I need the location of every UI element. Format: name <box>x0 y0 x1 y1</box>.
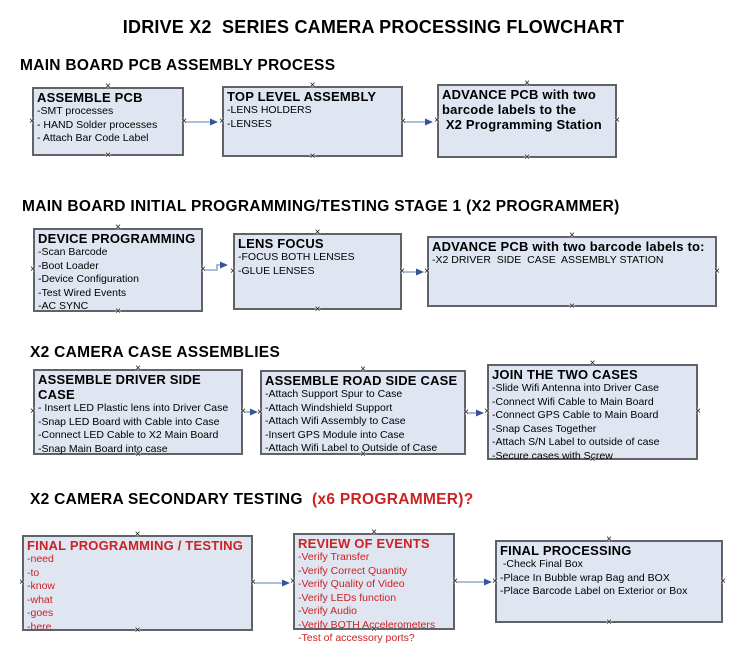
box-step-line: -Attach S/N Label to outside of case <box>492 436 660 448</box>
box-title: TOP LEVEL ASSEMBLY <box>227 89 377 104</box>
box-step-line: -goes <box>27 607 54 619</box>
flow-box-device-programming[interactable]: × × × × DEVICE PROGRAMMING -Scan Barcode… <box>30 223 206 317</box>
flow-box-review-of-events[interactable]: × × × × REVIEW OF EVENTS -Verify Transfe… <box>290 528 458 645</box>
flow-box-advance-pcb-programming-station[interactable]: × × × × ADVANCE PCB with two barcode lab… <box>434 79 620 163</box>
box-step-line: -Insert GPS Module into Case <box>265 428 405 441</box>
box-title: FINAL PROGRAMMING / TESTING <box>27 538 244 553</box>
flow-box-final-processing[interactable]: × × × × FINAL PROCESSING -Check Final Bo… <box>492 535 726 628</box>
box-step-line: - Attach Bar Code Label <box>37 132 149 144</box>
flow-box-lens-focus[interactable]: × × × × LENS FOCUS -FOCUS BOTH LENSES -G… <box>230 228 405 315</box>
box-step-line: -AC SYNC <box>38 300 89 312</box>
box-step-line: -GLUE LENSES <box>238 264 315 277</box>
box-step-line: -Connect Wifi Cable to Main Board <box>492 395 654 408</box>
box-step-line: -SMT processes <box>37 105 114 117</box>
box-step-line: -LENS HOLDERS <box>227 104 312 116</box>
box-step-line: -Secure cases with Screw <box>492 449 613 462</box>
box-title: ASSEMBLE PCB <box>37 90 143 105</box>
box-step-line: -Attach Wifi Assembly to Case <box>265 415 406 427</box>
box-step-line: - HAND Solder processes <box>37 118 158 131</box>
box-step-line: -Connect GPS Cable to Main Board <box>492 409 659 421</box>
flow-box-join-the-two-cases[interactable]: × × × × JOIN THE TWO CASES -Slide Wifi A… <box>484 359 701 465</box>
box-step-line: -Test Wired Events <box>38 286 127 299</box>
box-step-line: -Attach Support Spur to Case <box>265 388 403 400</box>
flow-box-assemble-driver-side-case[interactable]: × × × × ASSEMBLE DRIVER SIDE CASE - Inse… <box>30 364 246 460</box>
box-step-line: -Check Final Box <box>500 558 583 570</box>
box-step-line: -to <box>27 566 40 579</box>
box-step-line: -Place Barcode Label on Exterior or Box <box>500 585 688 597</box>
box-title: ASSEMBLE DRIVER SIDE CASE <box>38 372 205 402</box>
box-title: ASSEMBLE ROAD SIDE CASE <box>265 373 458 388</box>
box-step-line: -Device Configuration <box>38 273 139 285</box>
section-heading-case-assemblies: X2 CAMERA CASE ASSEMBLIES <box>30 344 281 361</box>
box-step-line: -Attach Windshield Support <box>265 401 393 414</box>
box-step-line: -Verify Transfer <box>298 551 370 563</box>
box-step-line: -need <box>27 553 54 565</box>
flow-box-top-level-assembly[interactable]: × × × × TOP LEVEL ASSEMBLY -LENS HOLDERS… <box>219 81 406 162</box>
box-step-line: -Slide Wifi Antenna into Driver Case <box>492 382 659 394</box>
box-step-line: -Boot Loader <box>38 259 99 272</box>
box-title: REVIEW OF EVENTS <box>298 536 430 551</box>
box-step-line: -what <box>27 593 53 606</box>
flow-box-final-programming-testing[interactable]: × × × × FINAL PROGRAMMING / TESTING -nee… <box>19 530 256 636</box>
box-step-line: -Test of accessory ports? <box>298 632 415 644</box>
box-step-line: -Snap Main Board into case <box>38 442 168 455</box>
box-step-line: - Insert LED Plastic lens into Driver Ca… <box>38 402 229 414</box>
box-step-line: -Verify Correct Quantity <box>298 564 408 577</box>
box-step-line: -X2 DRIVER SIDE CASE ASSEMBLY STATION <box>432 254 664 266</box>
box-title: ADVANCE PCB with two barcode labels to t… <box>442 87 602 132</box>
section-heading-accent: (x6 PROGRAMMER)? <box>312 491 474 508</box>
box-title: ADVANCE PCB with two barcode labels to: <box>432 239 705 254</box>
box-step-line: -Snap LED Board with Cable into Case <box>38 415 220 428</box>
box-step-line: -FOCUS BOTH LENSES <box>238 251 355 263</box>
flow-box-advance-pcb-case-assembly[interactable]: × × × × ADVANCE PCB with two barcode lab… <box>424 231 720 312</box>
section-heading-secondary-testing: X2 CAMERA SECONDARY TESTING (x6 PROGRAMM… <box>30 491 474 509</box>
box-step-line: -Verify Quality of Video <box>298 578 405 590</box>
box-title: FINAL PROCESSING <box>500 543 632 558</box>
flow-box-assemble-road-side-case[interactable]: × × × × ASSEMBLE ROAD SIDE CASE -Attach … <box>257 365 469 460</box>
connector-arrow-3[interactable] <box>204 261 228 271</box>
box-step-line: -here <box>27 620 52 633</box>
section-heading-initial-programming: MAIN BOARD INITIAL PROGRAMMING/TESTING S… <box>22 198 620 215</box>
box-title: LENS FOCUS <box>238 236 324 251</box>
box-title: JOIN THE TWO CASES <box>492 367 638 382</box>
box-step-line: -Verify LEDs function <box>298 591 397 604</box>
box-step-line: -know <box>27 580 56 592</box>
box-step-line: -Connect LED Cable to X2 Main Board <box>38 429 219 441</box>
box-step-line: -Snap Cases Together <box>492 422 597 435</box>
box-step-line: -LENSES <box>227 117 272 130</box>
section-heading-text: X2 CAMERA SECONDARY TESTING <box>30 491 312 508</box>
page-title: IDRIVE X2 SERIES CAMERA PROCESSING FLOWC… <box>122 17 625 37</box>
box-step-line: -Scan Barcode <box>38 246 108 258</box>
flow-box-assemble-pcb[interactable]: × × × × ASSEMBLE PCB -SMT processes - HA… <box>29 82 187 161</box>
box-step-line: -Place In Bubble wrap Bag and BOX <box>500 571 670 584</box>
section-heading-pcb-assembly: MAIN BOARD PCB ASSEMBLY PROCESS <box>20 57 336 74</box>
box-step-line: -Verify BOTH Accelerometers <box>298 618 436 631</box>
box-title: DEVICE PROGRAMMING <box>38 231 196 246</box>
box-step-line: -Attach Wifi Label to Outside of Case <box>265 442 438 454</box>
box-step-line: -Verify Audio <box>298 605 357 617</box>
